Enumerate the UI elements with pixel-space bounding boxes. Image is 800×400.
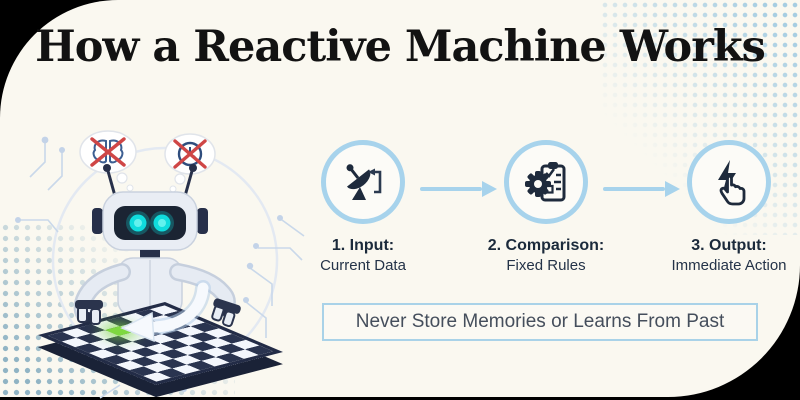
robot-left-claw <box>75 300 103 325</box>
robot-right-claw <box>211 298 241 328</box>
footnote-text: Never Store Memories or Learns From Past <box>355 311 725 332</box>
step-comparison: 2. Comparison: Fixed Rules <box>466 140 626 274</box>
step-input-title: 1. Input: <box>331 237 395 254</box>
red-cross-icon <box>173 139 207 169</box>
page-title: How a Reactive Machine Works <box>35 22 766 72</box>
step-comparison-circle <box>504 140 588 224</box>
step-input-subtitle: Current Data <box>320 257 406 274</box>
step-output-subtitle: Immediate Action <box>671 257 787 274</box>
flow-arrow-1 <box>420 181 497 197</box>
crossed-brain-bubble <box>79 130 137 192</box>
step-comparison-subtitle: Fixed Rules <box>506 257 586 274</box>
satellite-dish-icon <box>346 164 382 200</box>
step-input: 1. Input: Current Data <box>283 140 443 274</box>
step-output: 3. Output: Immediate Action <box>649 140 800 274</box>
move-arrow <box>120 280 211 343</box>
lightning-click-icon <box>718 160 746 206</box>
red-cross-icon <box>90 137 126 167</box>
gear-checklist-icon <box>525 162 566 202</box>
step-output-title: 3. Output: <box>691 237 767 254</box>
step-input-circle <box>321 140 405 224</box>
step-output-circle <box>687 140 771 224</box>
step-comparison-title: 2. Comparison: <box>487 237 605 254</box>
crossed-clock-bubble <box>164 133 216 193</box>
robot-antennas <box>106 170 194 197</box>
robot-illustration-front <box>75 280 241 343</box>
footnote-banner: Never Store Memories or Learns From Past <box>322 303 758 341</box>
